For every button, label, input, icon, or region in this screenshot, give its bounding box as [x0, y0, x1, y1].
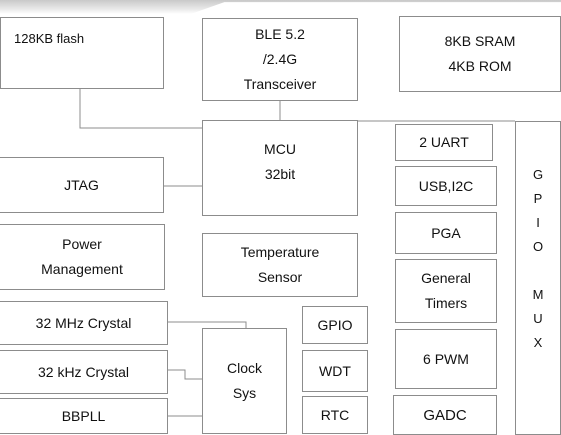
gpio-block: GPIO: [302, 306, 368, 344]
mux-letter: G: [532, 167, 544, 182]
sram-label: 8KB SRAM: [444, 33, 516, 49]
bbpll-block: BBPLL: [0, 398, 168, 434]
crystal32k-clock-wire: [168, 369, 202, 380]
rom-label: 4KB ROM: [448, 58, 512, 74]
flash-block: 128KB flash: [0, 17, 164, 89]
power-line-2: Management: [41, 261, 123, 277]
ble-line-2: /2.4G: [262, 51, 298, 67]
timers-line-1: General: [421, 270, 471, 286]
crystal-32mhz-block: 32 MHz Crystal: [0, 301, 168, 345]
power-management-block: Power Management: [0, 224, 165, 290]
temperature-sensor-block: Temperature Sensor: [202, 233, 358, 297]
power-line-1: Power: [62, 236, 102, 252]
crystal32m-clock-wire: [168, 321, 247, 328]
mux-letter: [536, 259, 540, 283]
crystal-32khz-block: 32 kHz Crystal: [0, 350, 168, 394]
ble-line-3: Transceiver: [243, 76, 317, 92]
crystal-32khz-label: 32 kHz Crystal: [37, 363, 130, 380]
general-timers-block: General Timers: [395, 259, 497, 323]
mux-letter: X: [533, 335, 543, 350]
clock-line-2: Sys: [232, 385, 257, 401]
rtc-block: RTC: [302, 396, 368, 434]
bbpll-label: BBPLL: [61, 407, 106, 424]
mux-letter: I: [536, 215, 540, 230]
gpio-mux-block: G P I O M U X: [515, 121, 561, 435]
uart-block: 2 UART: [395, 124, 493, 161]
flash-mcu-wire: [79, 88, 202, 129]
mcu-label: MCU: [264, 141, 296, 157]
jtag-label: JTAG: [64, 176, 99, 193]
rtc-label: RTC: [320, 406, 350, 423]
jtag-block: JTAG: [0, 157, 164, 213]
gadc-block: GADC: [393, 395, 497, 435]
usb-i2c-block: USB,I2C: [395, 166, 497, 206]
ble-transceiver-block: BLE 5.2 /2.4G Transceiver: [202, 18, 358, 101]
mux-letter: U: [533, 311, 543, 326]
gadc-label: GADC: [423, 406, 467, 424]
ble-line-1: BLE 5.2: [255, 26, 305, 42]
timers-line-2: Timers: [424, 295, 468, 311]
mux-letter: M: [532, 287, 544, 302]
temp-line-1: Temperature: [240, 244, 320, 260]
flash-label: 128KB flash: [14, 31, 85, 46]
mcu-block: MCU 32bit: [202, 120, 358, 216]
wdt-label: WDT: [319, 362, 351, 379]
uart-label: 2 UART: [419, 134, 469, 150]
pga-block: PGA: [395, 212, 497, 254]
sram-rom-block: 8KB SRAM 4KB ROM: [399, 16, 561, 92]
mux-letter: O: [532, 239, 544, 254]
crystal-32mhz-label: 32 MHz Crystal: [35, 314, 132, 331]
wdt-block: WDT: [302, 350, 368, 392]
clock-sys-block: Clock Sys: [202, 328, 287, 434]
pwm-label: 6 PWM: [423, 350, 469, 367]
mux-letter: P: [533, 191, 543, 206]
pga-label: PGA: [431, 224, 461, 241]
clock-line-1: Clock: [226, 360, 262, 376]
gpio-label: GPIO: [317, 316, 353, 333]
usb-i2c-label: USB,I2C: [418, 177, 474, 194]
pwm-block: 6 PWM: [395, 329, 497, 389]
temp-line-2: Sensor: [257, 269, 303, 285]
mcu-bits-label: 32bit: [264, 166, 296, 182]
